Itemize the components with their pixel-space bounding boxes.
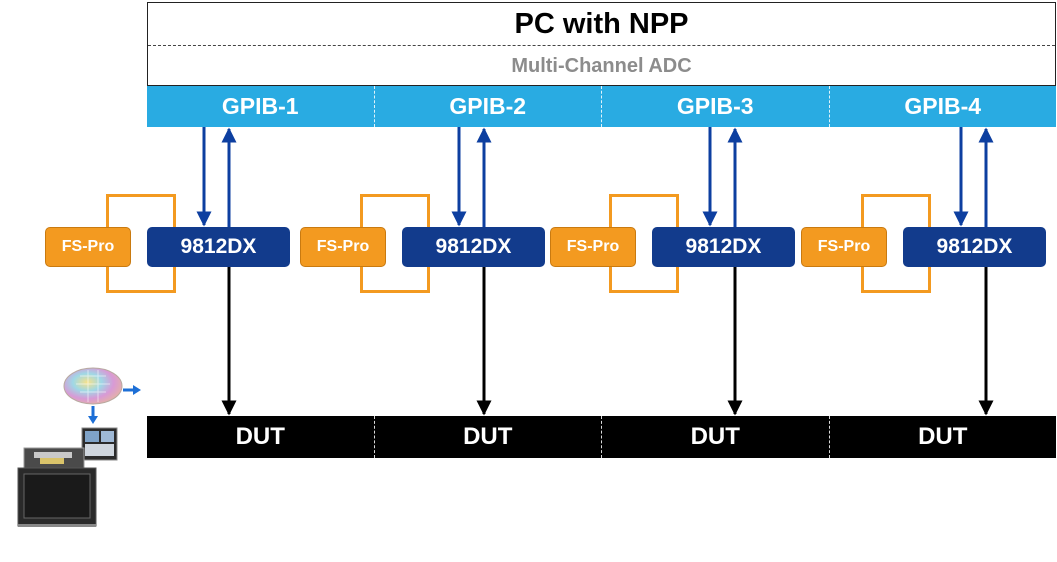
gpib-bar: GPIB-1 GPIB-2 GPIB-3 GPIB-4 [147,86,1056,127]
fs-pro-box-4: FS-Pro [801,227,887,267]
pc-box [147,2,1056,86]
dut-2: DUT [373,416,602,458]
wafer-icon [63,367,123,405]
wafer-out-arrow-icon [123,385,141,395]
instrument-9812dx-1: 9812DX [147,227,290,267]
wafer-down-arrow-icon [88,406,98,424]
pc-title: PC with NPP [514,8,689,40]
gpib-port-2: GPIB-2 [373,86,602,127]
fs-pro-box-3: FS-Pro [550,227,636,267]
dut-3: DUT [601,416,829,458]
dut-1: DUT [235,423,285,450]
wafer-prober-station-icon [17,427,118,527]
instrument-9812dx-2: 9812DX [402,227,545,267]
dut-bar: DUT DUT DUT DUT [147,416,1056,458]
pc-divider [148,45,1055,46]
fs-pro-box-1: FS-Pro [45,227,131,267]
instrument-9812dx-3: 9812DX [652,227,795,267]
dut-4: DUT [828,416,1057,458]
fs-pro-box-2: FS-Pro [300,227,386,267]
gpib-port-3: GPIB-3 [601,86,829,127]
gpib-port-4: GPIB-4 [828,86,1057,127]
instrument-9812dx-4: 9812DX [903,227,1046,267]
gpib-port-1: GPIB-1 [221,93,299,119]
adc-subtitle: Multi-Channel ADC [511,55,692,77]
